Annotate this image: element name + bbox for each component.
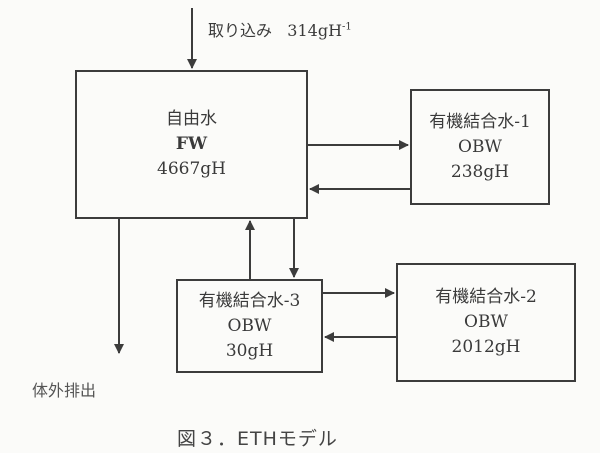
obw2-name: 有機結合水-2 [435, 287, 537, 307]
fw-abbr: FW [175, 134, 208, 154]
fw-name: 自由水 [166, 109, 217, 129]
fw-amount: 4667gH [157, 159, 226, 179]
intake-superscript: -1 [342, 21, 352, 33]
free-water-box: 自由水 FW 4667gH [75, 70, 308, 219]
obw1-name: 有機結合水-1 [429, 111, 531, 132]
obw2-abbr: OBW [464, 312, 508, 332]
obw1-amount: 238gH [450, 161, 510, 182]
obw3-abbr: OBW [227, 315, 272, 336]
obw2-amount: 2012gH [451, 337, 521, 357]
intake-value: 314gH [287, 21, 343, 40]
obw2-box: 有機結合水-2 OBW 2012gH [396, 263, 576, 382]
intake-label: 取り込み 314gH-1 [208, 17, 352, 41]
intake-text: 取り込み [208, 21, 273, 40]
figure-caption: 図３．ETHモデル [177, 428, 338, 450]
obw3-box: 有機結合水-3 OBW 30gH [176, 279, 323, 373]
obw3-amount: 30gH [225, 340, 274, 361]
excretion-label: 体外排出 [32, 381, 97, 400]
obw1-box: 有機結合水-1 OBW 238gH [410, 89, 550, 205]
obw3-name: 有機結合水-3 [198, 290, 301, 311]
obw1-abbr: OBW [458, 136, 502, 157]
